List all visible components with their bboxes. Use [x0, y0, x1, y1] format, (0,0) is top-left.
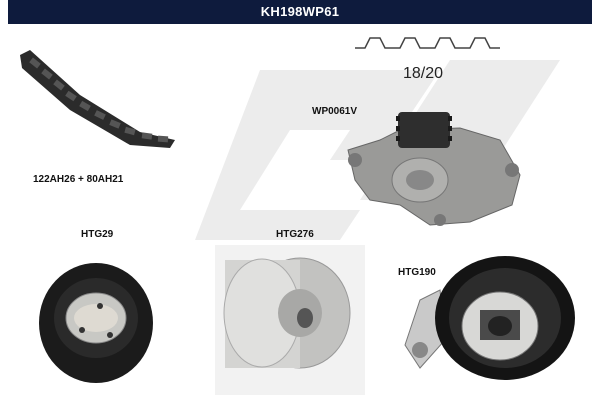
water-pump-image — [347, 112, 521, 226]
tensioner-left-code: HTG29 — [81, 229, 114, 240]
kit-title-bar: KH198WP61 — [8, 0, 592, 24]
idler-pulley-htg276-image — [215, 245, 365, 395]
belt-tooth-profile-icon — [355, 37, 500, 49]
idler-center-code: HTG276 — [276, 229, 314, 240]
tensioner-htg29-image — [39, 263, 153, 383]
belt-code: 122AH26 + 80AH21 — [33, 174, 124, 185]
tensioner-right-code: HTG190 — [398, 267, 436, 278]
water-pump-code: WP0061V — [312, 106, 358, 117]
tensioner-htg190-image — [404, 256, 575, 380]
kit-number: KH198WP61 — [260, 4, 340, 19]
tooth-ratio-label: 18/20 — [403, 65, 444, 82]
timing-belt-image — [20, 50, 175, 148]
